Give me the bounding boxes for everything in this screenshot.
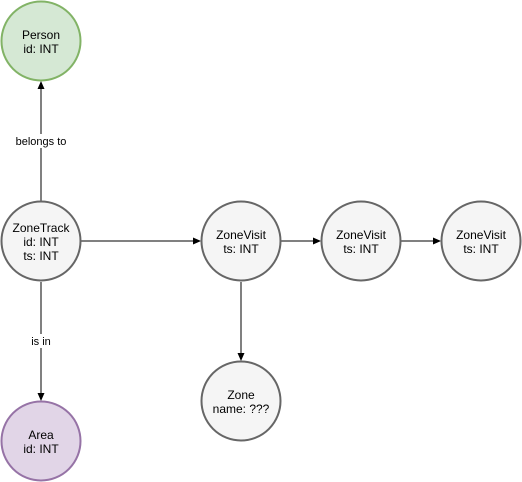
node-zonetrack: ZoneTrack id: INT ts: INT bbox=[0, 200, 82, 282]
arrowhead-zonevisit-1 bbox=[193, 237, 201, 245]
node-person-title: Person bbox=[22, 28, 60, 42]
node-zonevisit-1-circle bbox=[200, 200, 282, 282]
node-person-circle bbox=[0, 0, 82, 82]
node-zone: Zone name: ??? bbox=[200, 360, 282, 442]
node-zonetrack-id: id: INT bbox=[23, 235, 59, 249]
edge-label-is-in: is in bbox=[31, 336, 51, 348]
node-area-title: Area bbox=[28, 428, 54, 442]
label-bg-belongs-to bbox=[13, 134, 69, 148]
node-zonevisit-3-circle bbox=[440, 200, 522, 282]
node-zonevisit-2-circle bbox=[320, 200, 402, 282]
arrowhead-person bbox=[37, 81, 45, 89]
node-zonevisit-1: ZoneVisit ts: INT bbox=[200, 200, 282, 282]
arrowhead-zonevisit-3 bbox=[433, 237, 441, 245]
node-person-id: id: INT bbox=[23, 42, 59, 56]
node-area-id: id: INT bbox=[23, 442, 59, 456]
node-zonetrack-ts: ts: INT bbox=[23, 249, 59, 263]
node-area-circle bbox=[0, 400, 82, 482]
edge-label-belongs-to: belongs to bbox=[16, 136, 67, 148]
node-zonevisit-2: ZoneVisit ts: INT bbox=[320, 200, 402, 282]
arrowhead-area bbox=[37, 393, 45, 401]
node-zonevisit-3: ZoneVisit ts: INT bbox=[440, 200, 522, 282]
edges: belongs to is in bbox=[13, 81, 441, 401]
node-zone-title: Zone bbox=[227, 388, 255, 402]
node-zone-circle bbox=[200, 360, 282, 442]
label-bg-is-in bbox=[29, 334, 53, 348]
node-zonetrack-circle bbox=[0, 200, 82, 282]
node-area: Area id: INT bbox=[0, 400, 82, 482]
node-zonevisit-3-title: ZoneVisit bbox=[456, 228, 506, 242]
node-zonetrack-title: ZoneTrack bbox=[13, 221, 71, 235]
node-person: Person id: INT bbox=[0, 0, 82, 82]
node-zone-name: name: ??? bbox=[213, 402, 270, 416]
node-zonevisit-2-ts: ts: INT bbox=[343, 242, 379, 256]
arrowhead-zone bbox=[237, 353, 245, 361]
node-zonevisit-2-title: ZoneVisit bbox=[336, 228, 386, 242]
arrowhead-zonevisit-2 bbox=[313, 237, 321, 245]
node-zonevisit-1-title: ZoneVisit bbox=[216, 228, 266, 242]
node-zonevisit-3-ts: ts: INT bbox=[463, 242, 499, 256]
node-zonevisit-1-ts: ts: INT bbox=[223, 242, 259, 256]
